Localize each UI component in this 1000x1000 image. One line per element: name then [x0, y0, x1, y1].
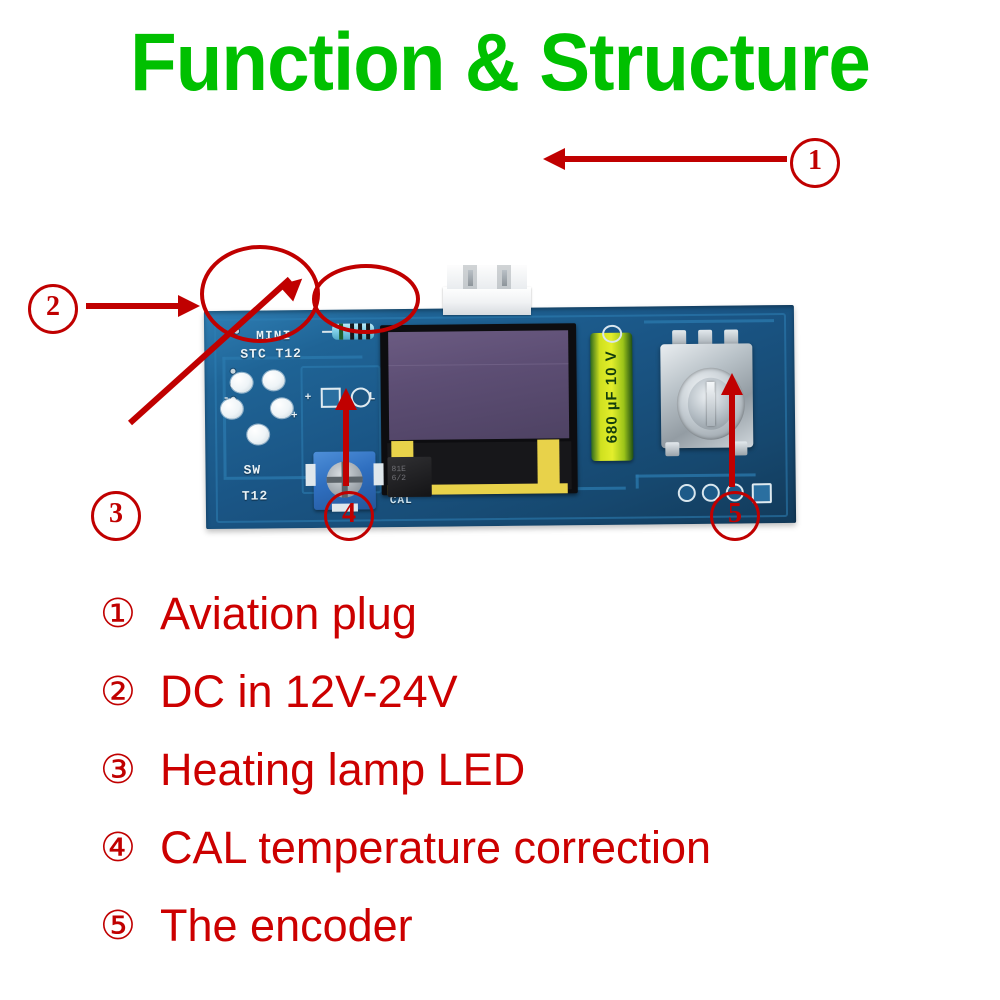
legend-item: ⑤ The encoder [100, 887, 980, 965]
legend-item: ② DC in 12V-24V [100, 653, 980, 731]
page-title: Function & Structure [130, 17, 871, 108]
silk-stc-t12: STC T12 [240, 346, 303, 362]
test-pad [677, 483, 696, 503]
legend-marker: ⑤ [100, 903, 136, 948]
pcb-board: MINI STC T12 SW T12 CAL - + + L [203, 304, 797, 530]
oled-screen [388, 330, 570, 441]
callout-arrow-line-5 [729, 395, 735, 487]
legend-item: ③ Heating lamp LED [100, 731, 980, 809]
aviation-plug[interactable] [443, 265, 531, 315]
plug-housing [447, 265, 527, 289]
legend-marker: ④ [100, 825, 136, 870]
legend-item: ④ CAL temperature correction [100, 809, 980, 887]
silk-t12: T12 [241, 488, 269, 504]
legend-marker: ① [100, 591, 136, 636]
encoder-pin [665, 442, 680, 457]
dc-pad [230, 372, 253, 393]
legend-list: ① Aviation plug ② DC in 12V-24V ③ Heatin… [100, 575, 980, 965]
callout-ellipse-dc-pads [200, 245, 320, 343]
trimmer-tab [373, 463, 384, 486]
callout-ellipse-led [312, 264, 420, 334]
capacitor-vent [602, 324, 623, 343]
encoder-slot [706, 381, 716, 426]
callout-marker-3[interactable]: 3 [91, 491, 141, 541]
silk-plus-led: + [304, 391, 313, 405]
callout-marker-1[interactable]: 1 [790, 138, 840, 188]
dc-pad [270, 398, 294, 419]
silk-sw: SW [243, 462, 262, 478]
plug-base [443, 287, 531, 315]
callout-arrow-head-1 [543, 148, 565, 170]
callout-marker-5[interactable]: 5 [710, 491, 760, 541]
trace [635, 474, 639, 489]
legend-marker: ③ [100, 747, 136, 792]
callout-marker-4[interactable]: 4 [324, 491, 374, 541]
dc-pad [220, 398, 244, 419]
plug-pin [468, 270, 473, 286]
encoder-pin [733, 441, 748, 456]
trimmer-tab [305, 463, 316, 487]
legend-label: The encoder [160, 900, 413, 951]
encoder-body[interactable] [660, 343, 754, 449]
via-hole [230, 368, 236, 374]
legend-label: Heating lamp LED [160, 744, 526, 795]
callout-arrow-head-4 [335, 388, 357, 410]
legend-label: DC in 12V-24V [160, 666, 458, 717]
pcb-photo: MINI STC T12 SW T12 CAL - + + L [0, 120, 1000, 550]
callout-arrow-line-1 [565, 156, 787, 162]
capacitor-label: 680 µF 10 V [602, 350, 621, 444]
callout-arrow-line-4 [343, 410, 349, 486]
dc-pad [247, 424, 270, 445]
legend-item: ① Aviation plug [100, 575, 980, 653]
legend-label: CAL temperature correction [160, 822, 712, 873]
callout-arrow-line-2 [86, 303, 178, 309]
plug-pin [502, 270, 507, 286]
callout-arrow-head-2 [178, 295, 200, 317]
legend-label: Aviation plug [160, 588, 417, 639]
dc-pad [262, 370, 285, 391]
callout-marker-2[interactable]: 2 [28, 284, 78, 334]
legend-marker: ② [100, 669, 136, 714]
electrolytic-capacitor: 680 µF 10 V [590, 324, 634, 462]
callout-arrow-head-5 [721, 373, 743, 395]
